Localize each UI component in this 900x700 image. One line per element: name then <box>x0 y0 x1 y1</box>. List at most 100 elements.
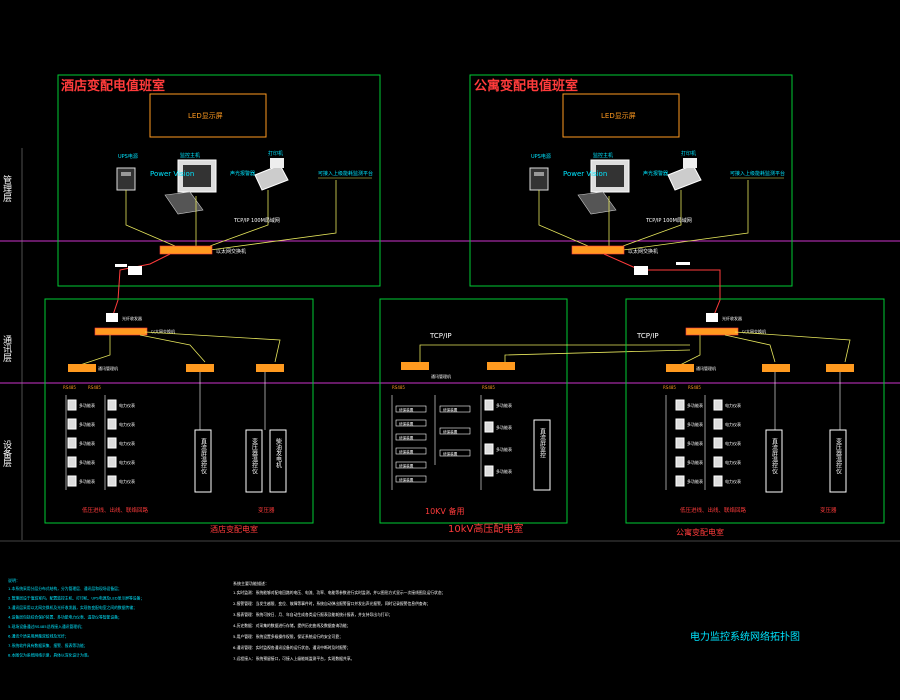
note-line: 1.实时监测：系统能够对配电回路的电压、电流、功率、电能等参数进行实时监测，并以… <box>233 590 445 595</box>
hotel-gateway-1 <box>68 364 96 372</box>
hotel-sub-switch-label: 以太网交换机 <box>151 328 175 334</box>
hotel-device-c-label: 柴油发电机 <box>275 437 282 469</box>
meter-label: 电力仪表 <box>119 421 135 427</box>
meter-icon <box>107 437 117 449</box>
hv-bus-b: RS485 <box>482 385 495 390</box>
meter-label: 多功能表 <box>687 421 703 427</box>
meter-icon <box>484 399 494 411</box>
meter-label: 电力仪表 <box>725 459 741 465</box>
meter-icon <box>713 437 723 449</box>
hotel-led-label: LED显示屏 <box>188 112 223 120</box>
meter-icon <box>107 475 117 487</box>
note-line: 6.通讯管理：实时监视各通讯设备的运行状态，通讯中断时及时报警； <box>233 645 351 650</box>
relay-label: 综保装置 <box>443 429 458 434</box>
hotel-device-b <box>245 429 263 493</box>
meter-icon <box>107 399 117 411</box>
meter-label: 电力仪表 <box>119 478 135 484</box>
apartment-switch-label: 以太网交换机 <box>628 248 658 255</box>
level-lines <box>0 240 900 542</box>
apartment-device-b <box>829 429 847 493</box>
meter-label: 多功能表 <box>687 478 703 484</box>
apartment-bottom-note: 低压进线、出线、联络回路 <box>680 506 747 514</box>
hotel-bus-b: RS485 <box>88 385 101 390</box>
meter-icon <box>675 437 685 449</box>
meter-icon <box>67 418 77 430</box>
hotel-control-room: 酒店变配电值班室 LED显示屏 UPS电源 监控主机 Power Vision … <box>57 74 381 287</box>
meter-label: 电力仪表 <box>119 402 135 408</box>
note-line: 1.本系统采用分层分布式结构，分为管理层、通讯层和现场设备层； <box>8 586 122 591</box>
apartment-tcpip-label: TCP/IP <box>636 332 659 340</box>
apartment-led-label: LED显示屏 <box>601 112 636 120</box>
meter-icon <box>484 421 494 433</box>
relay-box <box>395 475 427 483</box>
meter-icon <box>713 475 723 487</box>
apartment-device-a <box>765 429 783 493</box>
fiber-links <box>111 253 721 321</box>
meter-icon <box>713 399 723 411</box>
apartment-switch <box>571 245 625 255</box>
apartment-printer-icon <box>667 164 702 191</box>
hotel-bus-a: RS485 <box>63 385 76 390</box>
hotel-device-b-label: 变压器温控仪 <box>251 437 258 474</box>
note-line: 3.通讯层采用以太网交换机及光纤收发器，实现各变配电室之间的数据传输； <box>8 605 137 610</box>
hotel-gateway-3 <box>256 364 284 372</box>
notes-right: 系统主要功能描述： 1.实时监测：系统能够对配电回路的电压、电流、功率、电能等参… <box>233 580 445 661</box>
meter-icon <box>713 456 723 468</box>
meter-icon <box>67 475 77 487</box>
hotel-printer-icon <box>254 164 289 191</box>
meter-icon <box>713 418 723 430</box>
hotel-substation-title: 酒店变配电室 <box>210 524 258 534</box>
hotel-fiber-transceiver <box>106 313 118 322</box>
relay-box <box>395 419 427 427</box>
notes-right-heading: 系统主要功能描述： <box>233 580 269 586</box>
apartment-substation-title: 公寓变配电室 <box>676 527 724 537</box>
note-line: 4.设备层包括综合保护装置、多功能电力仪表、温控仪等智能设备； <box>8 615 122 620</box>
meter-label: 多功能表 <box>687 440 703 446</box>
apartment-fiber-label: 光纤收发器 <box>722 315 742 321</box>
meter-icon <box>484 443 494 455</box>
hotel-gateway-1-label: 通讯管理机 <box>98 365 118 371</box>
hotel-control-title: 酒店变配电值班室 <box>61 78 165 94</box>
apartment-device-a-label: 直流屏温控仪 <box>771 437 778 474</box>
note-line: 3.报表管理：系统可按日、月、年自动生成各类运行报表及能耗统计报表，并支持导出与… <box>233 612 392 617</box>
meter-label: 多功能表 <box>79 440 95 446</box>
relay-box <box>395 433 427 441</box>
apartment-substation: TCP/IP 光纤收发器 以太网交换机 通讯管理机 RS485 RS485 多功… <box>625 298 885 537</box>
apartment-software-label: Power Vision <box>563 170 607 178</box>
meter-label: 电力仪表 <box>725 402 741 408</box>
hv-dc-device-label: 直流屏监控 <box>539 427 546 459</box>
hv-gateway-2 <box>487 362 515 370</box>
hotel-ups-icon <box>116 167 136 191</box>
hotel-device-a <box>194 429 212 493</box>
diagram-title: 电力监控系统网络拓扑图 <box>690 630 800 643</box>
hv-gateway-1 <box>401 362 429 370</box>
note-line: 5.用户管理：系统设置多级操作权限，保证系统运行的安全可靠； <box>233 634 343 639</box>
apartment-sub-switch <box>685 327 739 336</box>
meter-label: 电力仪表 <box>119 440 135 446</box>
relay-label: 综保装置 <box>399 463 414 468</box>
hotel-remote-label: 可接入上级能耗监测平台 <box>318 170 373 177</box>
note-line: 6.通讯介质采用屏蔽双绞线及光纤； <box>8 634 69 639</box>
apartment-network-label: TCP/IP 100M局域网 <box>645 217 692 224</box>
note-line: 4.历史数据：对采集的数据进行存储，提供历史曲线及数据查询功能； <box>233 623 351 628</box>
hotel-alarm-label: 声光报警器 <box>230 170 255 177</box>
meter-icon <box>675 456 685 468</box>
apartment-host-label: 监控主机 <box>593 152 613 159</box>
hotel-fiber-box-top <box>128 266 142 275</box>
hotel-fiber-box-top2 <box>115 264 127 267</box>
hv-room-title: 10kV高压配电室 <box>448 522 523 535</box>
meter-label: 多功能表 <box>496 446 512 452</box>
hotel-printer-label: 打印机 <box>268 150 283 157</box>
note-line: 7.系统软件具有数据采集、报警、报表等功能； <box>8 643 88 648</box>
hotel-substation: 光纤收发器 以太网交换机 通讯管理机 RS485 RS485 多功能表多功能表多… <box>44 298 314 534</box>
notes-left: 说明： 1.本系统采用分层分布式结构，分为管理层、通讯层和现场设备层；2.管理层… <box>8 577 144 658</box>
notes-left-heading: 说明： <box>8 577 20 583</box>
meter-label: 多功能表 <box>496 402 512 408</box>
meter-icon <box>107 418 117 430</box>
apartment-control-room: 公寓变配电值班室 LED显示屏 UPS电源 监控主机 Power Vision … <box>469 74 793 287</box>
